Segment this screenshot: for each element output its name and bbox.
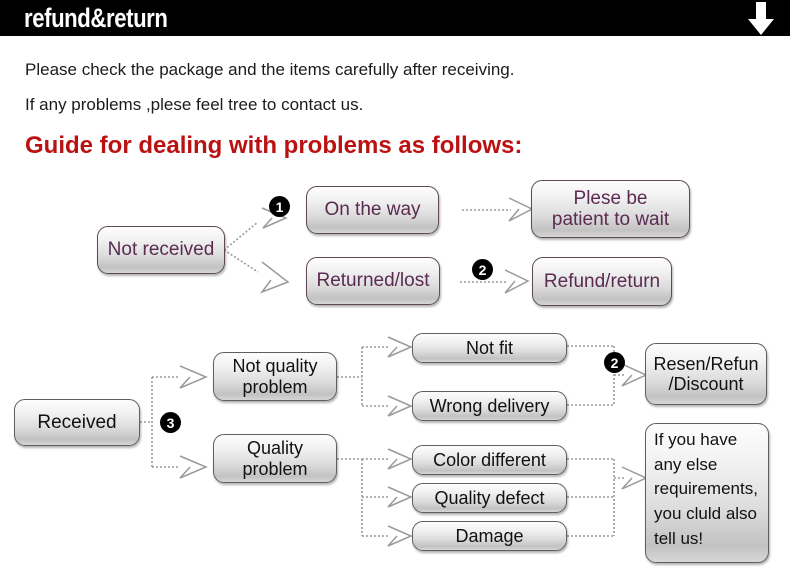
step-marker-2-top: 2 [472, 259, 493, 280]
node-quality-problem[interactable]: Quality problem [213, 434, 337, 483]
node-on-the-way[interactable]: On the way [306, 186, 439, 234]
node-plese-be-patient[interactable]: Plese be patient to wait [531, 180, 690, 238]
node-not-quality-problem[interactable]: Not quality problem [213, 352, 337, 401]
intro-line-2: If any problems ,plese feel tree to cont… [25, 95, 364, 114]
node-wrong-delivery[interactable]: Wrong delivery [412, 391, 567, 421]
node-damage[interactable]: Damage [412, 521, 567, 551]
intro-line-1: Please check the package and the items c… [25, 60, 515, 79]
header-bar: refund&return [0, 0, 790, 36]
step-marker-3: 3 [160, 412, 181, 433]
step-marker-2-bottom: 2 [604, 352, 625, 373]
node-not-received[interactable]: Not received [97, 226, 225, 274]
node-returned-lost[interactable]: Returned/lost [306, 257, 440, 305]
node-refund-return[interactable]: Refund/return [532, 257, 672, 306]
node-received[interactable]: Received [14, 399, 140, 446]
node-extra-requirements-note[interactable]: If you have any else requirements, you c… [645, 423, 769, 563]
node-resend-refund-discount[interactable]: Resen/Refun /Discount [645, 343, 767, 405]
step-marker-1: 1 [269, 196, 290, 217]
down-arrow-icon [748, 2, 774, 35]
node-not-fit[interactable]: Not fit [412, 333, 567, 363]
node-color-different[interactable]: Color different [412, 445, 567, 475]
page-title: refund&return [24, 3, 168, 33]
node-quality-defect[interactable]: Quality defect [412, 483, 567, 513]
guide-heading: Guide for dealing with problems as follo… [25, 132, 523, 159]
